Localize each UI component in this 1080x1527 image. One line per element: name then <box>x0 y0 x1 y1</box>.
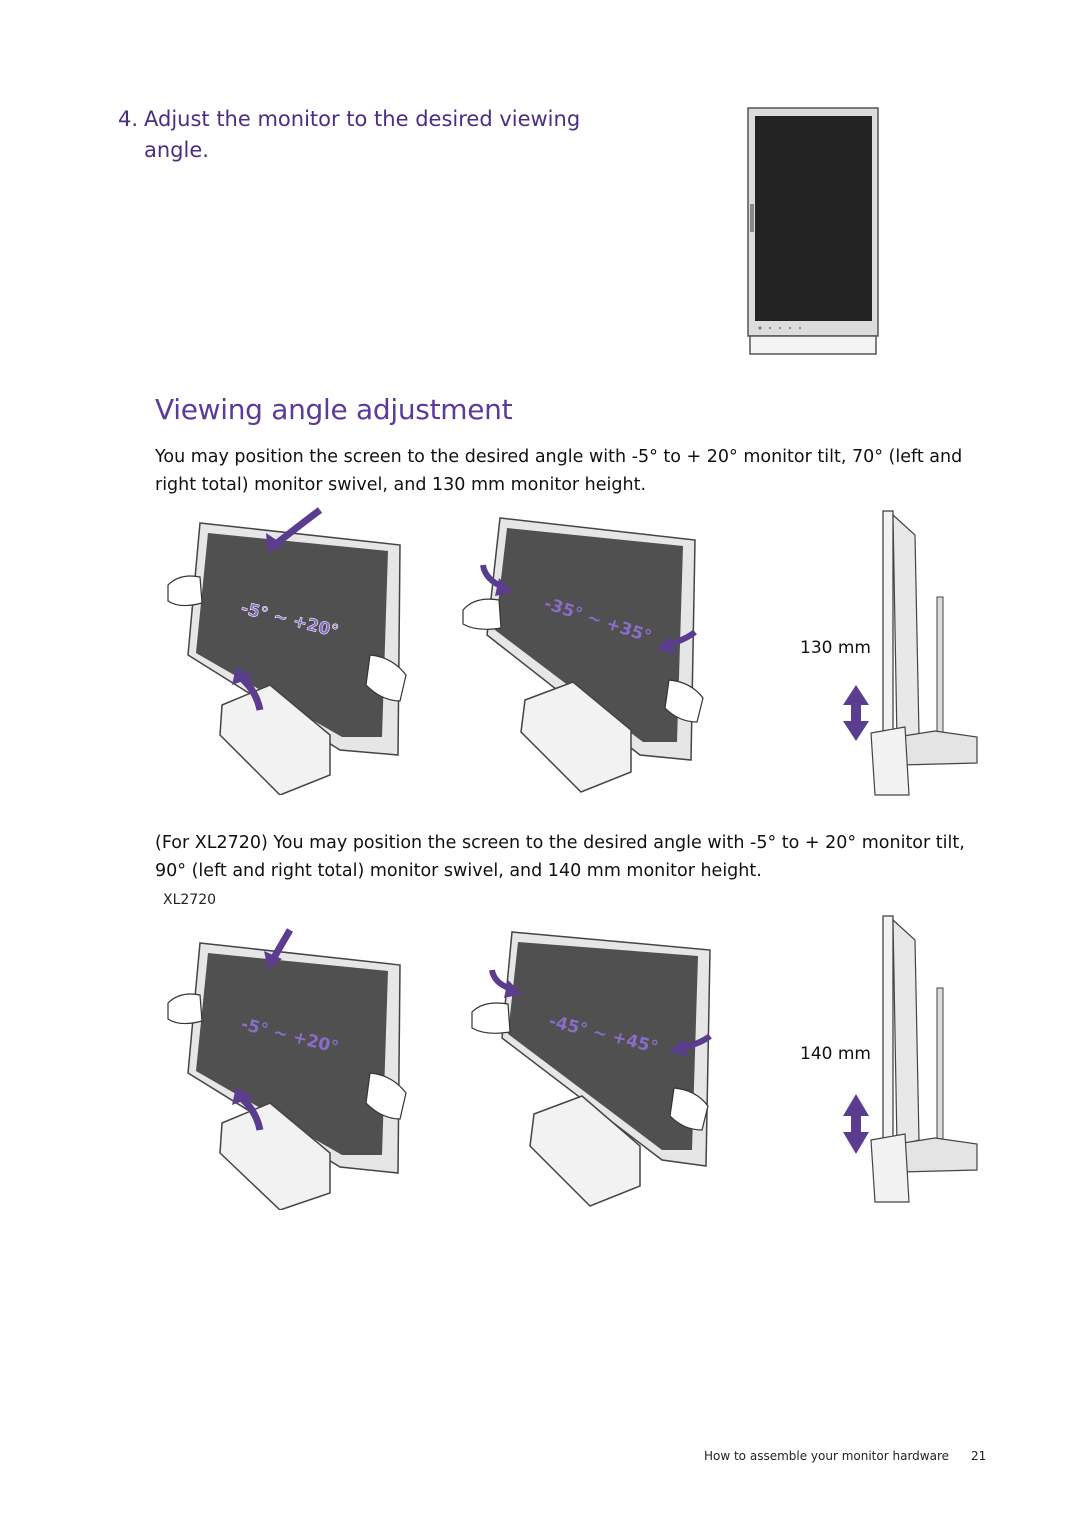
swivel-arrow-right-head <box>657 636 675 654</box>
height-arrow-shaft <box>851 701 861 725</box>
monitor-stand <box>219 684 331 795</box>
monitor-stand <box>529 1095 641 1207</box>
height-arrow-up <box>843 1094 869 1116</box>
height-label-1: 130 mm <box>800 638 871 658</box>
hand-left <box>471 1002 511 1034</box>
tilt-figure-1: -5° ~ +20° <box>167 507 407 795</box>
monitor-screen <box>495 528 683 742</box>
step-number: 4. <box>118 107 139 131</box>
stand-foot <box>870 1133 910 1203</box>
portrait-monitor-stand <box>749 335 877 355</box>
monitor-side-back <box>892 513 920 742</box>
footer-section-title: How to assemble your monitor hardware <box>703 1449 949 1463</box>
monitor-side-panel <box>882 510 894 742</box>
hand-left <box>462 598 502 630</box>
height-label-2: 140 mm <box>800 1044 871 1064</box>
monitor-stand <box>520 681 632 793</box>
swivel-arrow-right-head <box>670 1038 688 1056</box>
page-footer: How to assemble your monitor hardware 21 <box>0 1447 1080 1467</box>
tilt-arrow-top-head <box>264 951 282 969</box>
monitor-screen <box>196 953 388 1155</box>
swivel-arrow-left-head <box>495 578 513 596</box>
height-arrow-down <box>843 1132 869 1154</box>
hand-left <box>167 993 203 1025</box>
hand-right <box>664 679 704 723</box>
swivel-arrow-left-head <box>504 980 522 998</box>
height-arrow-shaft <box>851 1112 861 1138</box>
tilt-figure-2: -5° ~ +20° <box>167 928 407 1210</box>
height-figure-2 <box>843 915 978 1203</box>
hand-right <box>365 1072 407 1120</box>
hand-right <box>365 654 407 702</box>
hand-left <box>167 575 203 607</box>
model-label: XL2720 <box>163 892 217 908</box>
tilt-arrow-bottom-head <box>232 1087 254 1105</box>
monitor-screen <box>196 533 388 737</box>
height-arrow-down <box>843 721 869 741</box>
paragraph-xl2720: (For XL2720) You may position the screen… <box>155 833 965 881</box>
stand-base <box>896 1137 978 1173</box>
step-4: 4. Adjust the monitor to the desired vie… <box>118 104 618 166</box>
tilt-arrow-bottom-head <box>232 667 254 685</box>
stand-neck <box>936 987 944 1159</box>
height-arrow-up <box>843 685 869 705</box>
hand-right <box>669 1087 709 1131</box>
swivel-figure-2: -45° ~ +45° <box>471 931 712 1207</box>
height-figure-1 <box>843 510 978 796</box>
portrait-monitor-screen <box>755 116 872 321</box>
tilt-arrow-top-head <box>266 533 284 553</box>
section-title: Viewing angle adjustment <box>155 393 513 426</box>
monitor-side-back <box>892 918 920 1147</box>
monitor-stand <box>219 1102 331 1210</box>
paragraph-viewing-angle: You may position the screen to the desir… <box>155 447 963 495</box>
page-number: 21 <box>971 1449 987 1463</box>
step-text: Adjust the monitor to the desired viewin… <box>144 107 581 162</box>
portrait-monitor-logo <box>750 204 754 232</box>
stand-foot <box>870 726 910 796</box>
portrait-monitor-illustration <box>747 107 879 355</box>
swivel-figure-1: -35° ~ +35° <box>462 517 704 793</box>
monitor-screen <box>508 942 698 1150</box>
monitor-side-panel <box>882 915 894 1147</box>
stand-base <box>896 730 978 766</box>
portrait-monitor-buttons <box>758 326 801 330</box>
